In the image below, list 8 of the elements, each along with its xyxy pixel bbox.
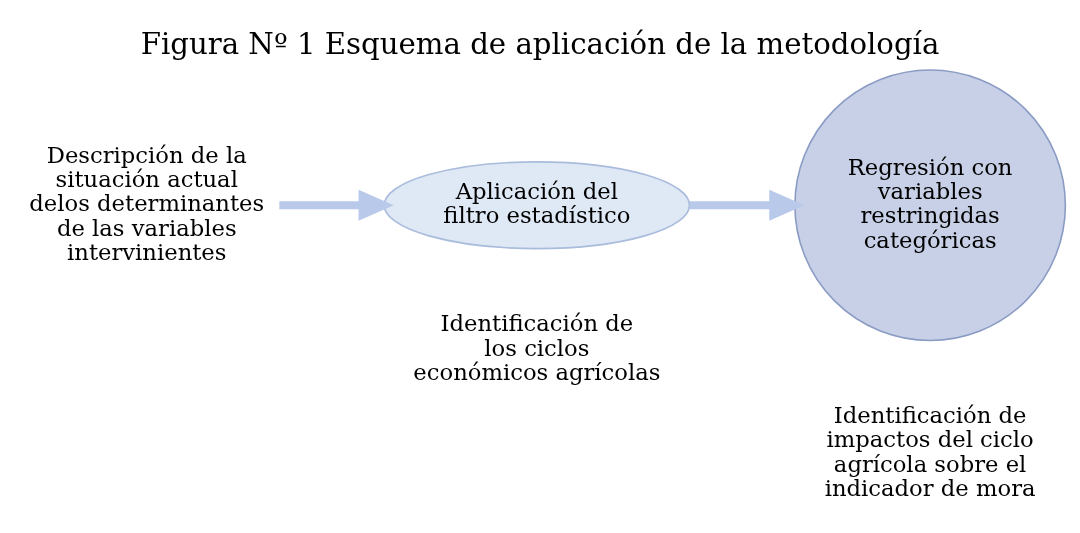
arrow bbox=[279, 189, 394, 221]
node-ellipse: Aplicación del filtro estadístico bbox=[383, 161, 691, 250]
node-label: Identificación de impactos del ciclo agrícola sobre el indicador de mora bbox=[824, 401, 1036, 501]
node-label: Identificación de los ciclos económicos agrícolas bbox=[413, 310, 661, 385]
node-circle: Regresión con variables restringidas categóricas bbox=[794, 69, 1067, 342]
node-text: Descripción de la situación actual delos determinantes de las variables intervinientes bbox=[29, 141, 265, 265]
arrow bbox=[689, 189, 805, 221]
diagram-title: Figura Nº 1 Esquema de aplicación de la metodología bbox=[140, 27, 940, 62]
